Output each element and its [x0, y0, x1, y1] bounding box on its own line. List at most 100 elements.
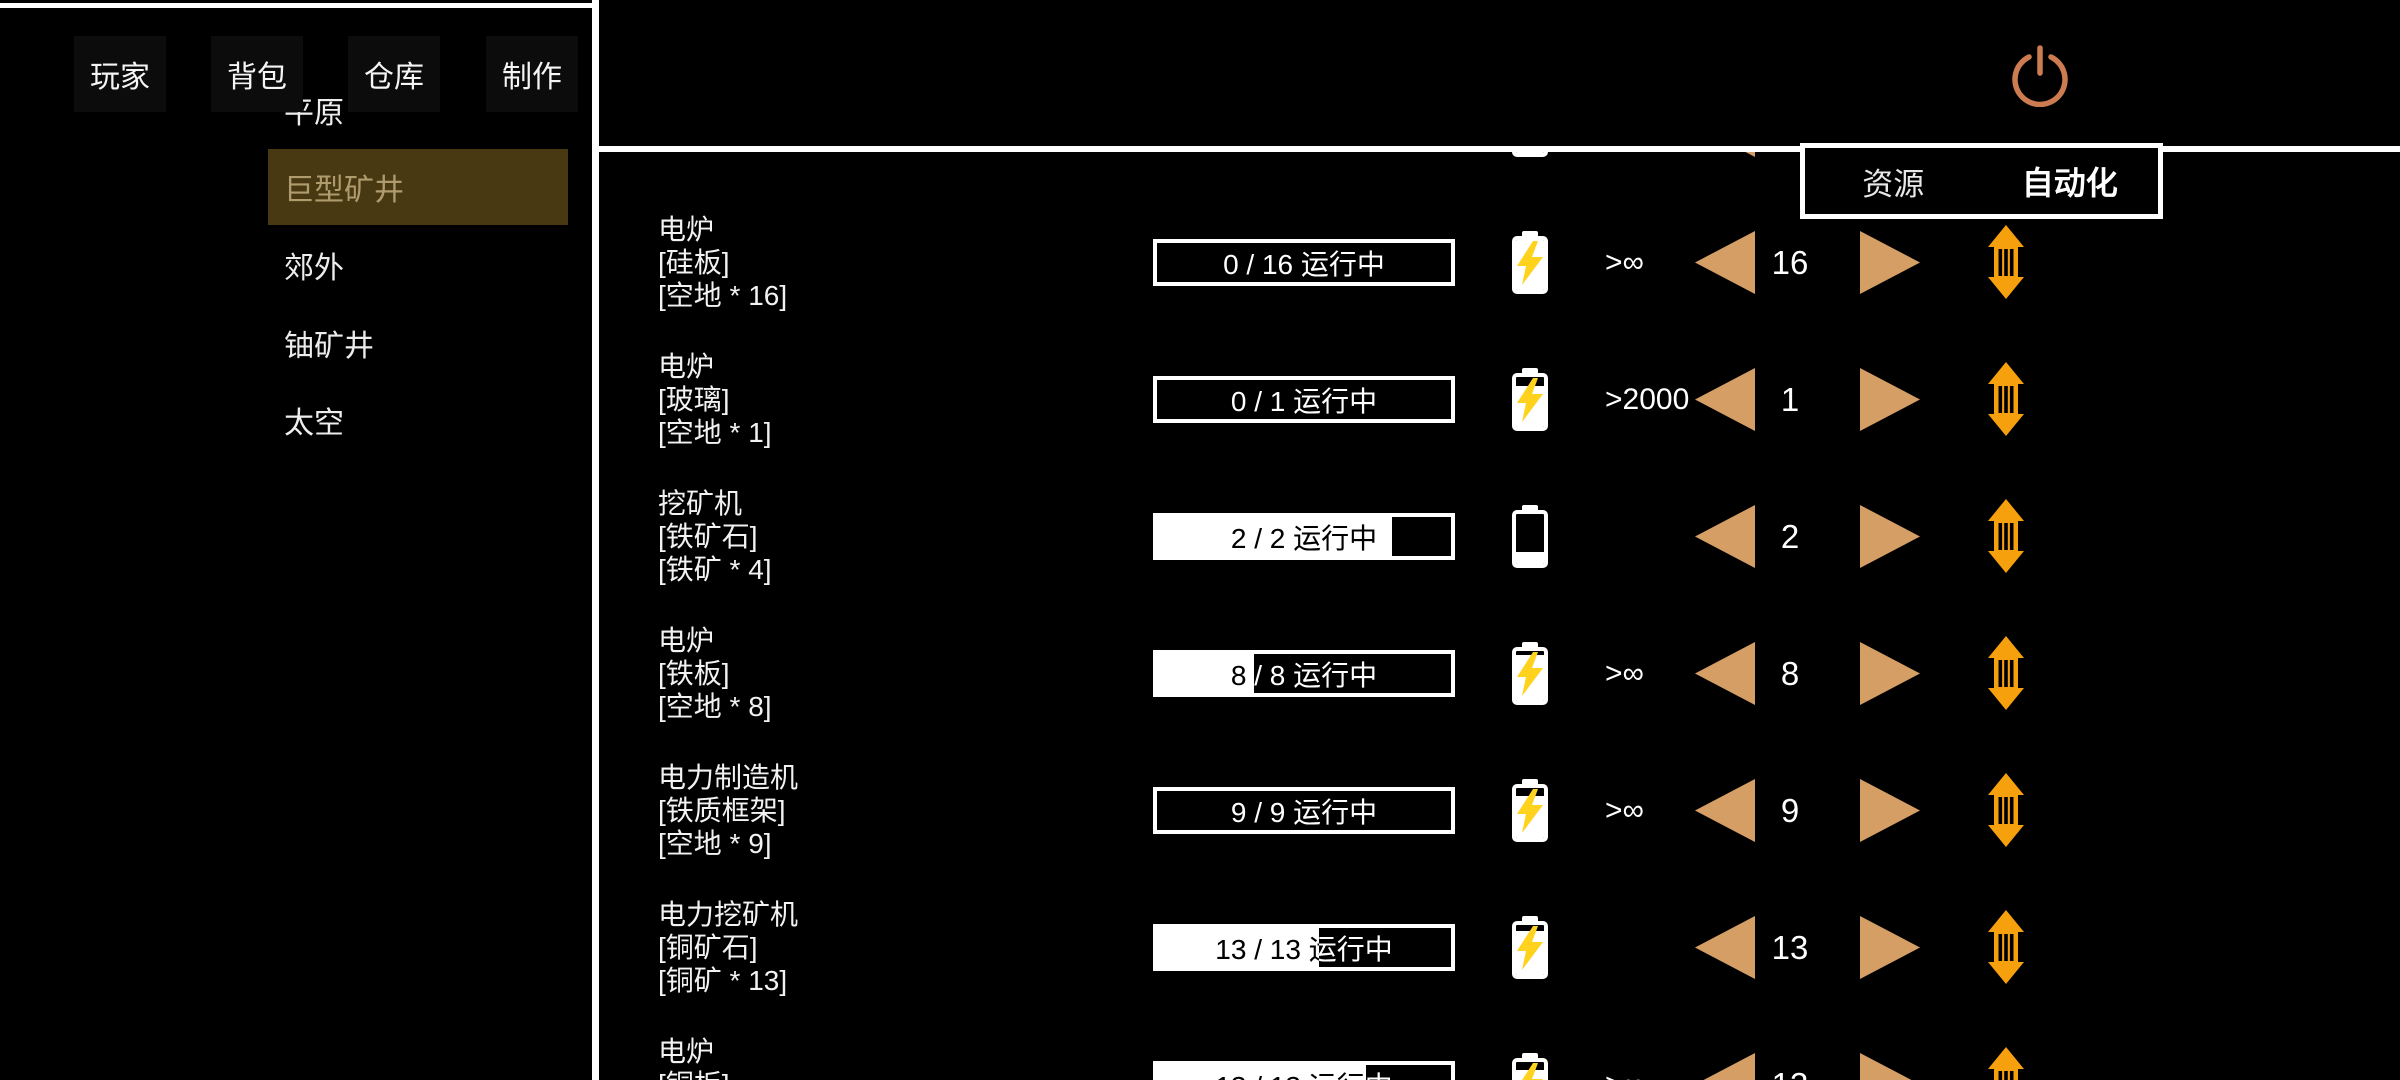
- lightning-bolt-icon: [1517, 241, 1543, 285]
- decrease-count-button[interactable]: [1695, 505, 1755, 568]
- machine-source: [铜矿 * 13]: [658, 965, 788, 996]
- decrease-count-button[interactable]: [1695, 231, 1755, 294]
- machine-name: 挖矿机: [658, 488, 743, 519]
- lightning-bolt-icon: [1522, 1063, 1543, 1080]
- decrease-count-button[interactable]: [1695, 642, 1755, 705]
- progress-bar[interactable]: 2 / 2 运行中: [1153, 513, 1455, 560]
- progress-label: 0 / 16 运行中: [1223, 248, 1385, 280]
- transfer-icon[interactable]: [1985, 498, 2027, 574]
- progress-bar[interactable]: 13 / 13 运行中: [1153, 1061, 1455, 1080]
- transfer-icon[interactable]: [1985, 361, 2027, 437]
- decrease-count-button[interactable]: [1695, 779, 1755, 842]
- battery-icon: [1512, 916, 1548, 979]
- progress-bar[interactable]: 13 / 13 运行中: [1153, 924, 1455, 971]
- sidebar-item-space[interactable]: 太空: [284, 407, 344, 440]
- nav-item-warehouse[interactable]: 仓库: [348, 36, 440, 112]
- battery-icon: [1512, 642, 1548, 705]
- progress-label: 8 / 8 运行中: [1230, 659, 1378, 691]
- machine-name: 电力挖矿机: [658, 899, 799, 930]
- transfer-icon[interactable]: [1985, 909, 2027, 985]
- machine-source: [空地 * 16]: [658, 280, 788, 311]
- nav-item-backpack[interactable]: 背包: [211, 36, 303, 112]
- machine-source: [空地 * 1]: [658, 417, 772, 448]
- lightning-bolt-icon: [1517, 652, 1543, 696]
- machine-product: [玻璃]: [658, 384, 730, 415]
- power-button[interactable]: [2008, 43, 2072, 107]
- machine-source: [铁矿 * 4]: [658, 554, 772, 585]
- sidebar-item-suburbs[interactable]: 郊外: [284, 252, 344, 285]
- transfer-icon[interactable]: [1985, 1046, 2027, 1080]
- progress-label: 2 / 2 运行中: [1230, 522, 1378, 554]
- sidebar-item-uranium-mine[interactable]: 铀矿井: [284, 330, 374, 363]
- machine-product: [铁板]: [658, 658, 730, 689]
- machine-source: [空地 * 9]: [658, 828, 772, 859]
- machine-row: 电炉[硅板][空地 * 16] 0 / 16 运行中 >∞ 16: [599, 194, 2400, 331]
- machine-count: 8: [1780, 654, 1800, 692]
- progress-fill: [1157, 928, 1319, 967]
- progress-bar[interactable]: 0 / 16 运行中: [1153, 239, 1455, 286]
- machine-row: 电炉[铜板] 13 / 13 运行中 >∞ 13: [599, 1016, 2400, 1080]
- machine-name: 电炉: [658, 351, 715, 382]
- rate-limit-label: >∞: [1605, 793, 1644, 827]
- machine-count: 13: [1771, 928, 1809, 966]
- lightning-bolt-icon: [1517, 789, 1543, 833]
- nav-bottom-border: [599, 146, 2400, 152]
- increase-count-button[interactable]: [1860, 779, 1920, 842]
- progress-label: 0 / 1 运行中: [1230, 385, 1378, 417]
- increase-count-button[interactable]: [1860, 505, 1920, 568]
- machine-count: 2: [1780, 517, 1800, 555]
- machine-count: 9: [1780, 791, 1800, 829]
- battery-icon: [1512, 779, 1548, 842]
- rate-limit-label: >∞: [1605, 1016, 1644, 1080]
- battery-icon: [1512, 505, 1548, 568]
- machine-row: 电炉[铁板][空地 * 8] 8 / 8 运行中 >∞ 8: [599, 605, 2400, 742]
- machine-product: [铜板]: [658, 1068, 730, 1080]
- machine-count: 13: [1740, 1016, 1840, 1080]
- progress-label: 13 / 13 运行中: [1157, 1065, 1451, 1080]
- power-icon: [2012, 54, 2068, 107]
- machine-name: 电炉: [658, 1036, 715, 1067]
- decrease-count-button[interactable]: [1695, 368, 1755, 431]
- rate-limit-label: >2000: [1605, 382, 1690, 416]
- machine-name: 电力制造机: [658, 762, 799, 793]
- increase-count-button[interactable]: [1860, 642, 1920, 705]
- battery-icon: [1512, 231, 1548, 294]
- progress-fill: [1157, 654, 1255, 693]
- progress-bar[interactable]: 8 / 8 运行中: [1153, 650, 1455, 697]
- rate-limit-label: >∞: [1605, 656, 1644, 690]
- increase-count-button[interactable]: [1860, 368, 1920, 431]
- machine-row: 电力挖矿机[铜矿石][铜矿 * 13] 13 / 13 运行中 13: [599, 879, 2400, 1016]
- progress-fill: [1157, 517, 1393, 556]
- progress-fill: [1157, 1065, 1366, 1080]
- machine-product: [铜矿石]: [658, 932, 758, 963]
- nav-item-craft[interactable]: 制作: [486, 36, 578, 112]
- machine-product: [铁矿石]: [658, 521, 758, 552]
- sidebar-item-giant-mine[interactable]: 巨型矿井: [268, 149, 568, 225]
- decrease-count-button[interactable]: [1695, 916, 1755, 979]
- increase-count-button[interactable]: [1860, 916, 1920, 979]
- machine-product: [铁质框架]: [658, 795, 786, 826]
- battery-icon: [1512, 368, 1548, 431]
- progress-label: 13 / 13 运行中: [1215, 933, 1393, 965]
- increase-count-button[interactable]: [1860, 231, 1920, 294]
- machine-name: 电炉: [658, 625, 715, 656]
- machine-source: [空地 * 8]: [658, 691, 772, 722]
- nav-item-player[interactable]: 玩家: [74, 36, 166, 112]
- transfer-icon[interactable]: [1985, 635, 2027, 711]
- tab-resources[interactable]: 资源: [1862, 166, 1925, 202]
- decrease-count-button[interactable]: [1695, 1053, 1755, 1080]
- progress-bar[interactable]: 0 / 1 运行中: [1153, 376, 1455, 423]
- progress-bar[interactable]: 9 / 9 运行中: [1153, 787, 1455, 834]
- machine-count: 1: [1780, 380, 1800, 418]
- view-tabs: 资源 自动化: [1800, 143, 2163, 219]
- machine-row: 挖矿机[铁矿石][铁矿 * 4] 2 / 2 运行中 2: [599, 468, 2400, 605]
- transfer-icon[interactable]: [1985, 772, 2027, 848]
- increase-count-button[interactable]: [1860, 1053, 1920, 1080]
- transfer-icon[interactable]: [1985, 224, 2027, 300]
- lightning-bolt-icon: [1517, 378, 1543, 422]
- sidebar-divider: [592, 0, 599, 1080]
- machine-product: [硅板]: [658, 247, 730, 278]
- battery-icon: [1512, 1053, 1548, 1080]
- top-nav-bar: [599, 0, 2400, 146]
- tab-automation[interactable]: 自动化: [2021, 165, 2118, 201]
